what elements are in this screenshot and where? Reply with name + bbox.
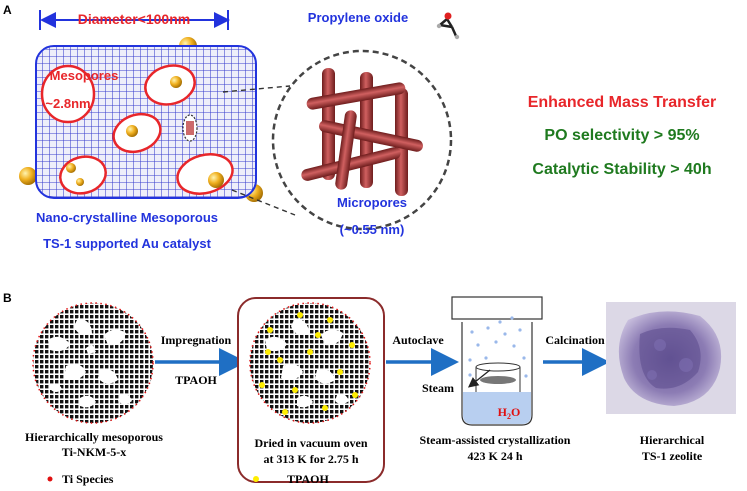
benefit-catalytic-stability: Catalytic Stability > 40h (532, 161, 711, 178)
arrow3-top-label: Calcination (545, 333, 605, 347)
step3-line2: 423 K 24 h (467, 449, 522, 463)
step2-line1: Dried in vacuum oven (254, 436, 367, 450)
propylene-oxide-label: Propylene oxide (308, 10, 408, 25)
tpaoh-marker (253, 476, 259, 482)
arrow1-top-label: Impregnation (161, 333, 232, 347)
step1-line1: Hierarchically mesoporous (25, 430, 163, 444)
step2-line2: at 313 K for 2.75 h (263, 452, 358, 466)
step3-line1: Steam-assisted crystallization (420, 433, 571, 447)
benefit-po-selectivity: PO selectivity > 95% (544, 127, 699, 144)
mesopore (40, 64, 96, 124)
step4-line2: TS-1 zeolite (642, 449, 703, 463)
step1-line2: Ti-NKM-5-x (62, 445, 126, 459)
propylene-oxide-molecule-icon (436, 12, 460, 40)
benefit-mass-transfer: Enhanced Mass Transfer (528, 94, 717, 111)
mesopores-label: Mesopores (50, 68, 119, 83)
ts1-zeolite-micrograph (606, 302, 736, 414)
steam-label: Steam (422, 381, 454, 395)
panel-b-label: B (3, 291, 12, 305)
micropore-framework (301, 68, 423, 196)
water-label: H2O (498, 405, 521, 421)
impregnated-particle (249, 302, 371, 424)
mesopore (59, 155, 107, 195)
legend-tpaoh: TPAOH (287, 472, 329, 486)
mesopore (144, 64, 196, 106)
micropore-zoom-region (182, 114, 198, 142)
micropore-size: (~0.55 nm) (340, 222, 405, 237)
ti-species-marker (47, 476, 53, 482)
micropores-label: Micropores (337, 195, 407, 210)
steam-pointer (467, 369, 491, 388)
gold-nanoparticle (19, 167, 37, 185)
catalyst-line2: TS-1 supported Au catalyst (43, 236, 211, 251)
zoom-line (222, 85, 291, 93)
arrow2-top-label: Autoclave (392, 333, 444, 347)
panel-a-label: A (3, 3, 12, 17)
ti-nkm-particle (32, 302, 154, 424)
diameter-label: Diameter<100nm (78, 11, 190, 27)
arrow1-bottom-label: TPAOH (175, 373, 217, 387)
diameter-indicator (39, 10, 230, 30)
step4-line1: Hierarchical (640, 433, 705, 447)
zoom-line (231, 189, 296, 216)
catalyst-line1: Nano-crystalline Mesoporous (36, 210, 218, 225)
mesopore (176, 153, 234, 195)
mesopore-size: ~2.8nm (45, 96, 90, 111)
mesopore (112, 112, 162, 154)
autoclave-vessel (451, 296, 543, 426)
legend-ti-species: Ti Species (62, 472, 114, 486)
